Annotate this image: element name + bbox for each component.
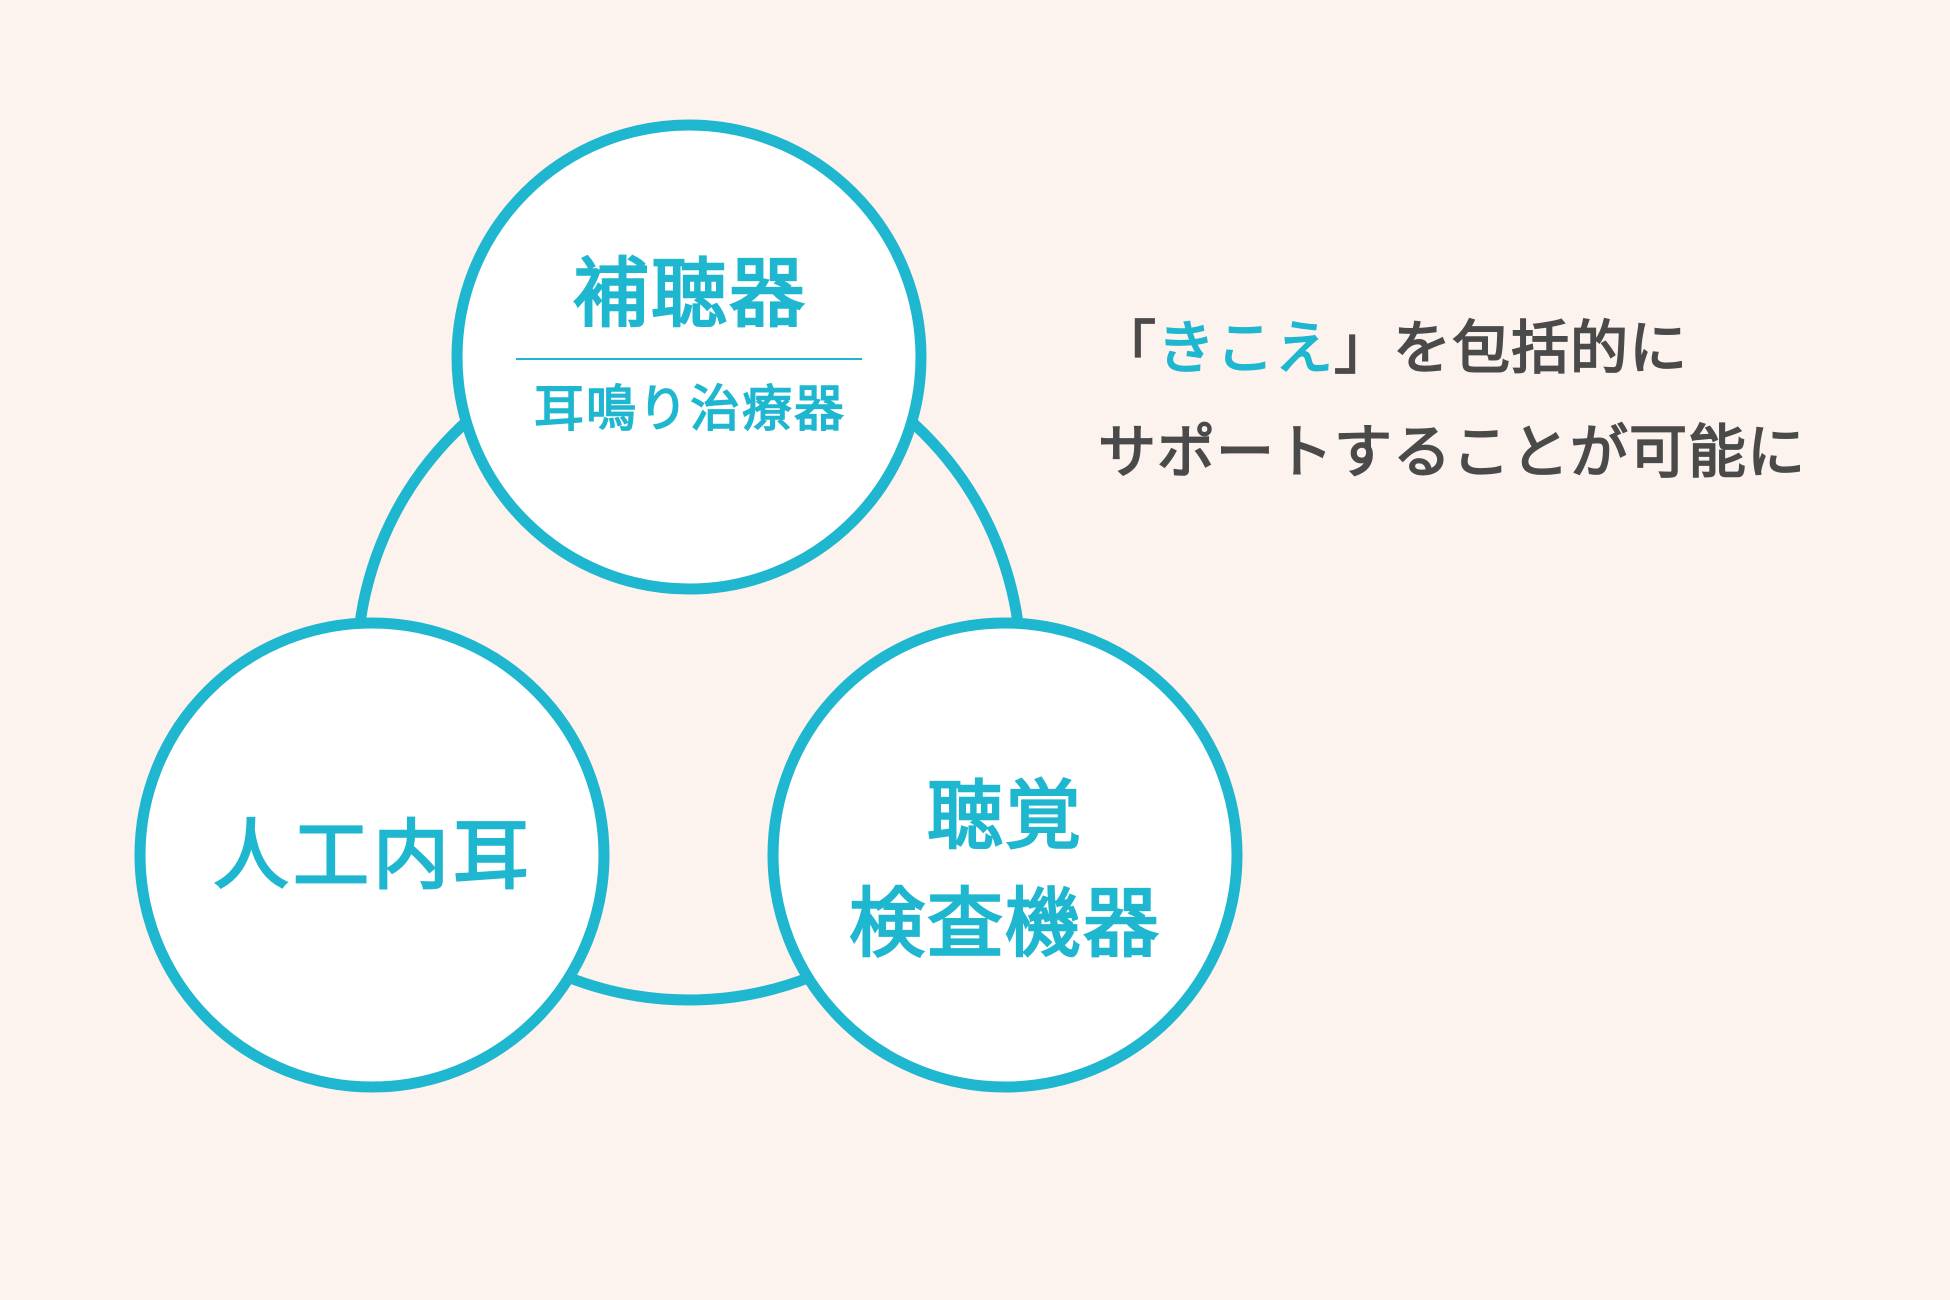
node-hearing-test-line2: 検査機器 [849,879,1161,968]
node-hearing-test-equipment-title: 聴覚 検査機器 [765,762,1245,978]
node-hearing-test-line1: 聴覚 [927,771,1083,860]
tagline-line1-rest: を包括的に [1393,314,1689,382]
tagline-highlight: きこえ [1157,314,1335,382]
circle-left [134,617,610,1093]
node-tinnitus-device-subtitle: 耳鳴り治療器 [534,380,846,438]
tagline: 「きこえ」を包括的に サポートすることが可能に [1098,296,1806,504]
circle-right [767,617,1243,1093]
node-hearing-aid-title: 補聴器 [573,249,807,338]
tagline-close-bracket: 」 [1334,314,1394,382]
node-cochlear-implant-title: 人工内耳 [213,811,533,900]
tagline-open-bracket: 「 [1098,314,1158,382]
tagline-line2: サポートすることが可能に [1098,418,1807,486]
node-divider [516,358,862,360]
circle-top [451,119,927,595]
tagline-line1: 「きこえ」を包括的に [1098,296,1806,400]
